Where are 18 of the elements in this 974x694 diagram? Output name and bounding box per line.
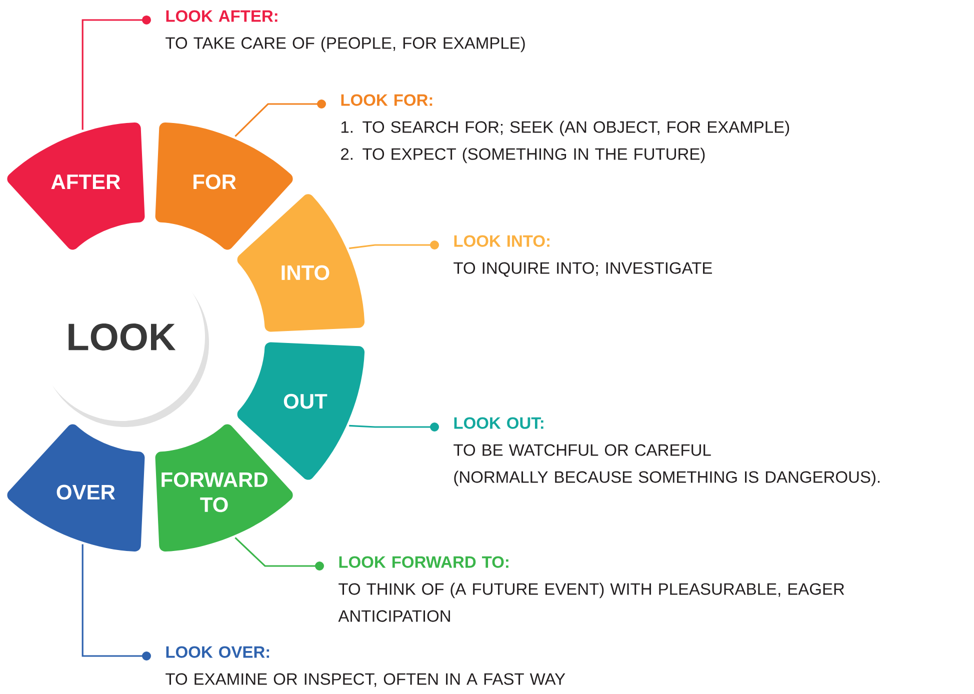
definition-text: LOOK FOR: 1. TO SEARCH FOR; SEEK (AN OBJECT, FOR EXAMPLE) 2. TO EXPECT (SOMETHING IN THE FUTURE) bbox=[341, 94, 790, 164]
leader-line bbox=[82, 16, 151, 130]
ring-segment: AFTER bbox=[7, 122, 145, 250]
leader-line bbox=[234, 537, 324, 570]
leader-line bbox=[234, 100, 326, 137]
ring-segment: FOR bbox=[155, 122, 293, 250]
definition-text: LOOK OVER: TO EXAMINE OR INSPECT, OFTEN IN A FAST WAY bbox=[166, 646, 566, 687]
definition-text: LOOK OUT: TO BE WATCHFUL OR CAREFUL (NORMALLY BECAUSE SOMETHING IS DANGEROUS). bbox=[454, 417, 880, 486]
leader-line bbox=[82, 544, 151, 660]
ring-segment: OVER bbox=[7, 424, 145, 552]
leader-line bbox=[349, 240, 439, 250]
node-label: LOOK bbox=[68, 324, 176, 350]
definition-text: LOOK AFTER: TO TAKE CARE OF (PEOPLE, FOR EXAMPLE) bbox=[166, 10, 525, 52]
ring-segment: FORWARD TO bbox=[155, 424, 293, 552]
definition-text: LOOK FORWARD TO: TO THINK OF (A FUTURE EVENT) WITH PLEASURABLE, EAGER ANTICIPATION bbox=[338, 556, 844, 622]
definition-text: LOOK INTO: TO INQUIRE INTO; INVESTIGATE bbox=[454, 235, 712, 277]
leader-line bbox=[349, 422, 439, 432]
ring-segment: INTO bbox=[237, 194, 365, 332]
